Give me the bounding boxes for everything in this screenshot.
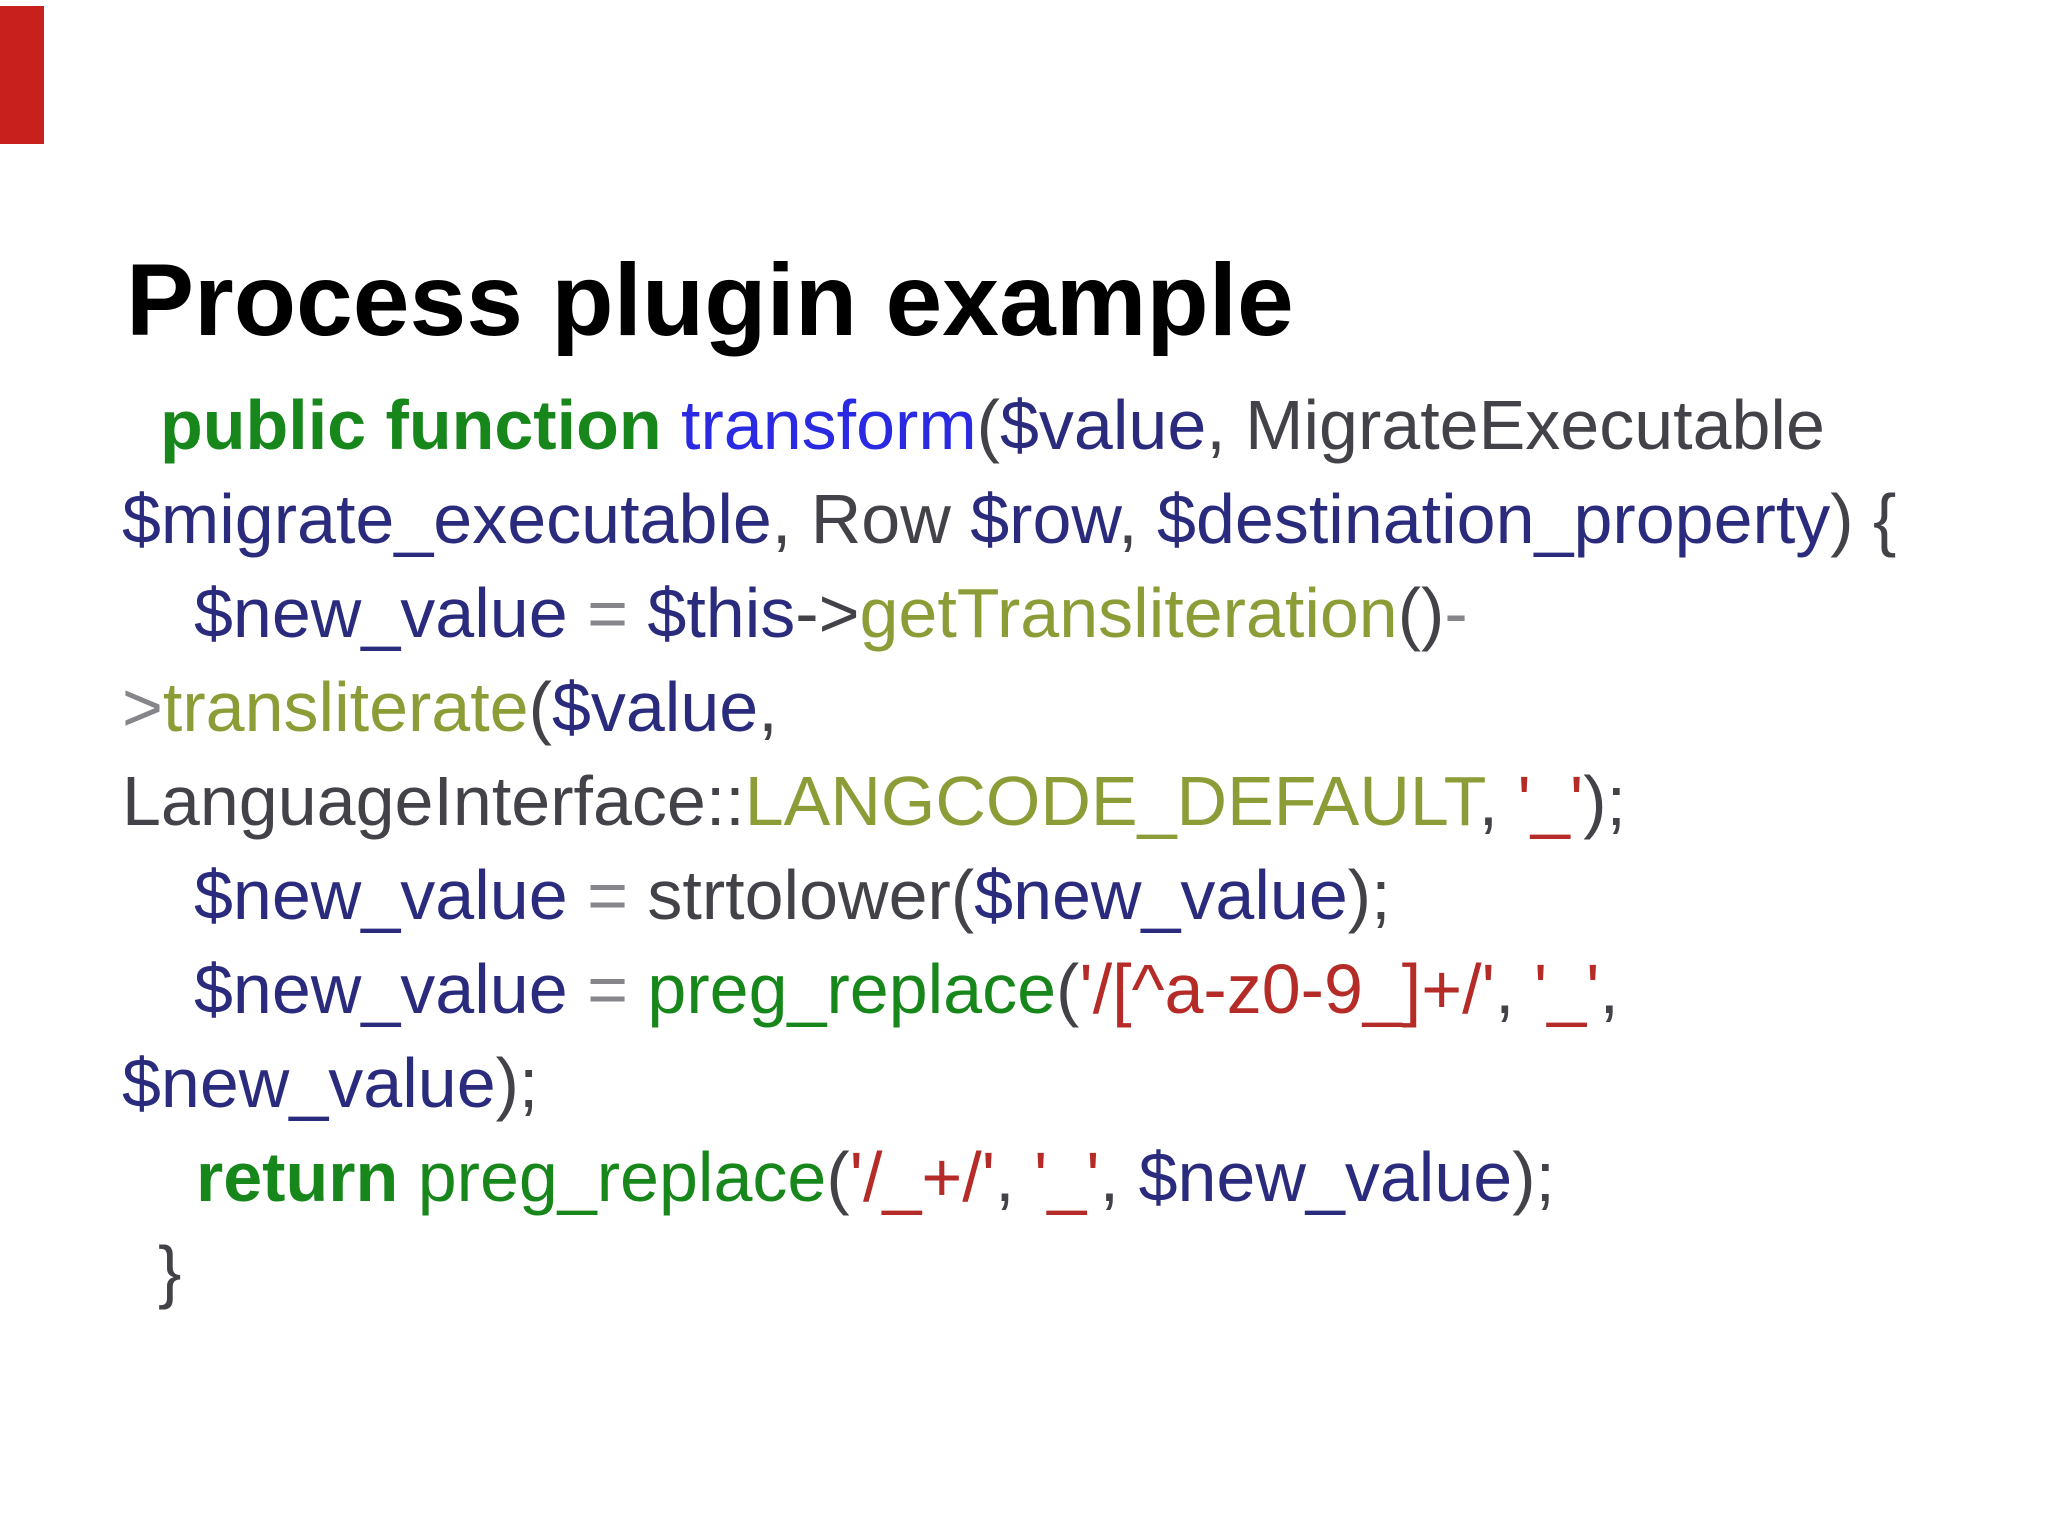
code-token: -> xyxy=(795,574,860,652)
code-token: ( xyxy=(528,668,552,746)
code-token: , xyxy=(1118,480,1158,558)
code-token: public function xyxy=(160,386,682,464)
code-token: $new_value xyxy=(122,1044,496,1122)
code-token: , xyxy=(1599,950,1619,1028)
code-token: } xyxy=(158,1232,182,1310)
code-token: - xyxy=(1444,574,1468,652)
code-token: LanguageInterface:: xyxy=(122,762,745,840)
code-token: '_' xyxy=(1033,1138,1100,1216)
code-line: $new_value); xyxy=(122,1036,2022,1130)
code-token: getTransliteration xyxy=(859,574,1398,652)
code-token: $row xyxy=(970,480,1119,558)
code-token: $new_value xyxy=(194,856,568,934)
code-token: '_' xyxy=(1517,762,1584,840)
code-token: preg_replace xyxy=(417,1138,827,1216)
code-token: transform xyxy=(681,386,977,464)
code-token: $new_value xyxy=(194,950,568,1028)
code-line: $migrate_executable, Row $row, $destinat… xyxy=(122,472,2022,566)
code-token: $destination_property xyxy=(1157,480,1831,558)
code-token xyxy=(568,856,587,934)
code-token: ( xyxy=(976,386,1000,464)
code-token: = xyxy=(587,574,628,652)
code-token: , xyxy=(995,1138,1034,1216)
code-token: '/_+/' xyxy=(849,1138,996,1216)
code-token: $new_value xyxy=(194,574,568,652)
code-token: = xyxy=(587,950,628,1028)
code-block: public function transform($value, Migrat… xyxy=(122,378,2022,1318)
code-token: , Row xyxy=(771,480,971,558)
code-token: '_' xyxy=(1533,950,1600,1028)
code-line: $new_value = strtolower($new_value); xyxy=(122,848,2022,942)
code-token: $new_value xyxy=(974,856,1348,934)
code-token: ) { xyxy=(1830,480,1897,558)
code-token: return xyxy=(196,1138,399,1216)
code-token: ( xyxy=(1056,950,1080,1028)
code-token: preg_replace xyxy=(647,950,1057,1028)
code-token: $value xyxy=(999,386,1207,464)
code-line: >transliterate($value, xyxy=(122,660,2022,754)
code-token: LANGCODE_DEFAULT xyxy=(744,762,1479,840)
code-token xyxy=(568,950,587,1028)
code-token: '/[^a-z0-9_]+/' xyxy=(1079,950,1495,1028)
code-line: public function transform($value, Migrat… xyxy=(122,378,2022,472)
code-token: , xyxy=(1494,950,1534,1028)
code-token: ( xyxy=(826,1138,850,1216)
code-token xyxy=(568,574,587,652)
code-token: $value xyxy=(551,668,759,746)
code-token xyxy=(398,1138,417,1216)
red-accent-bar xyxy=(0,6,44,144)
code-token: , xyxy=(1478,762,1518,840)
code-token: strtolower( xyxy=(627,856,975,934)
code-token: $new_value xyxy=(1138,1138,1513,1216)
code-token: , xyxy=(1099,1138,1139,1216)
code-line: $new_value = $this->getTransliteration()… xyxy=(122,566,2022,660)
code-token: () xyxy=(1397,574,1445,652)
code-token xyxy=(628,950,647,1028)
code-line: } xyxy=(122,1224,2022,1318)
code-token: , xyxy=(758,668,778,746)
code-token: transliterate xyxy=(162,668,529,746)
code-token: , MigrateExecutable xyxy=(1206,386,1825,464)
page-title: Process plugin example xyxy=(126,243,1294,358)
code-token: ); xyxy=(1347,856,1391,934)
code-line: $new_value = preg_replace('/[^a-z0-9_]+/… xyxy=(122,942,2022,1036)
code-token: > xyxy=(122,668,163,746)
code-token: ); xyxy=(495,1044,539,1122)
code-token: $this xyxy=(647,574,796,652)
code-line: LanguageInterface::LANGCODE_DEFAULT, '_'… xyxy=(122,754,2022,848)
code-token: = xyxy=(587,856,628,934)
code-token: ); xyxy=(1512,1138,1555,1216)
code-token xyxy=(628,574,647,652)
code-token: ); xyxy=(1583,762,1626,840)
code-token: $migrate_executable xyxy=(122,480,772,558)
code-line: return preg_replace('/_+/', '_', $new_va… xyxy=(122,1130,2022,1224)
